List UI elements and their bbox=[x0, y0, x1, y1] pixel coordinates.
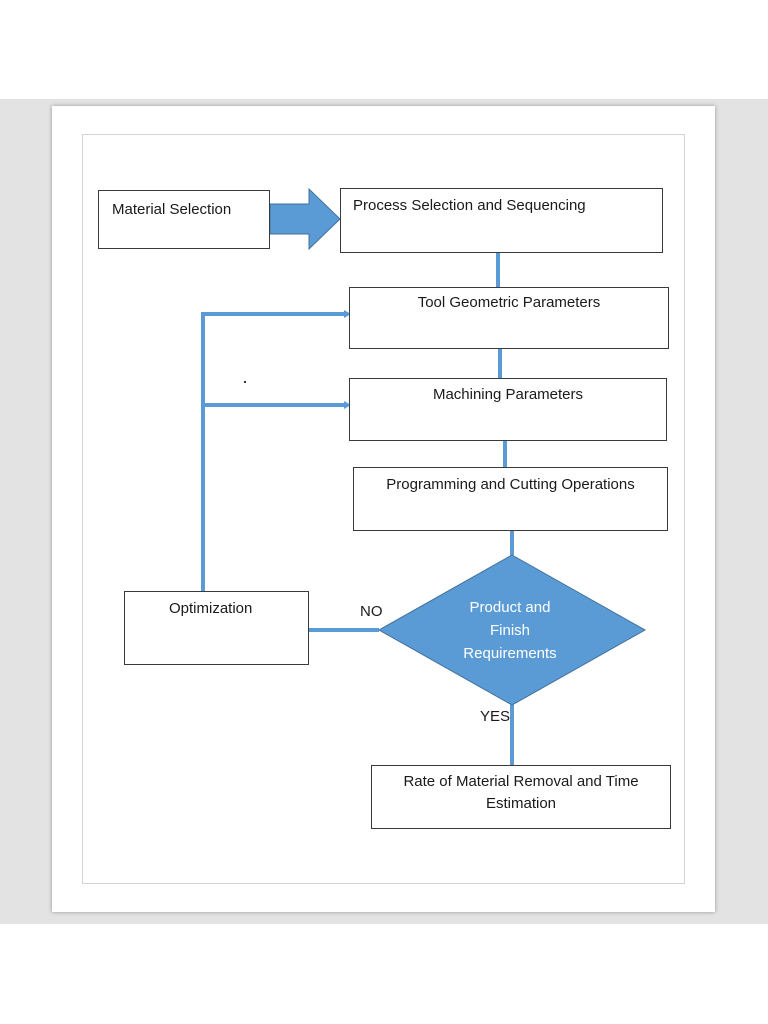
decision-label: Product and Finish Requirements bbox=[425, 596, 595, 665]
stray-dot bbox=[244, 381, 246, 383]
decision-diamond bbox=[377, 554, 647, 706]
decision-label-line1: Product and bbox=[469, 599, 551, 616]
machining-parameters-box: Machining Parameters bbox=[349, 378, 667, 441]
rate-estimation-box: Rate of Material Removal and Time Estima… bbox=[371, 765, 671, 829]
material-selection-box: Material Selection bbox=[98, 190, 270, 249]
rate-estimation-line1: Rate of Material Removal and Time bbox=[403, 773, 639, 790]
block-arrow-right bbox=[269, 187, 341, 251]
page-frame bbox=[82, 134, 685, 884]
machining-parameters-label: Machining Parameters bbox=[432, 386, 584, 403]
decision-label-line2: Finish bbox=[489, 622, 530, 639]
no-label: NO bbox=[360, 603, 383, 620]
tool-parameters-label: Tool Geometric Parameters bbox=[417, 294, 601, 311]
tool-parameters-box: Tool Geometric Parameters bbox=[349, 287, 669, 349]
optimization-box: Optimization bbox=[124, 591, 309, 665]
yes-label: YES bbox=[480, 708, 511, 725]
process-selection-label: Process Selection and Sequencing bbox=[353, 197, 586, 214]
optimization-label: Optimization bbox=[169, 600, 253, 617]
material-selection-label: Material Selection bbox=[112, 201, 232, 218]
arrowhead-to-tool bbox=[344, 310, 351, 318]
programming-label: Programming and Cutting Operations bbox=[386, 476, 635, 493]
programming-box: Programming and Cutting Operations bbox=[353, 467, 668, 531]
arrowhead-to-machining bbox=[344, 401, 351, 409]
process-selection-box: Process Selection and Sequencing bbox=[340, 188, 663, 253]
rate-estimation-line2: Estimation bbox=[485, 795, 557, 812]
decision-label-line3: Requirements bbox=[463, 645, 557, 662]
